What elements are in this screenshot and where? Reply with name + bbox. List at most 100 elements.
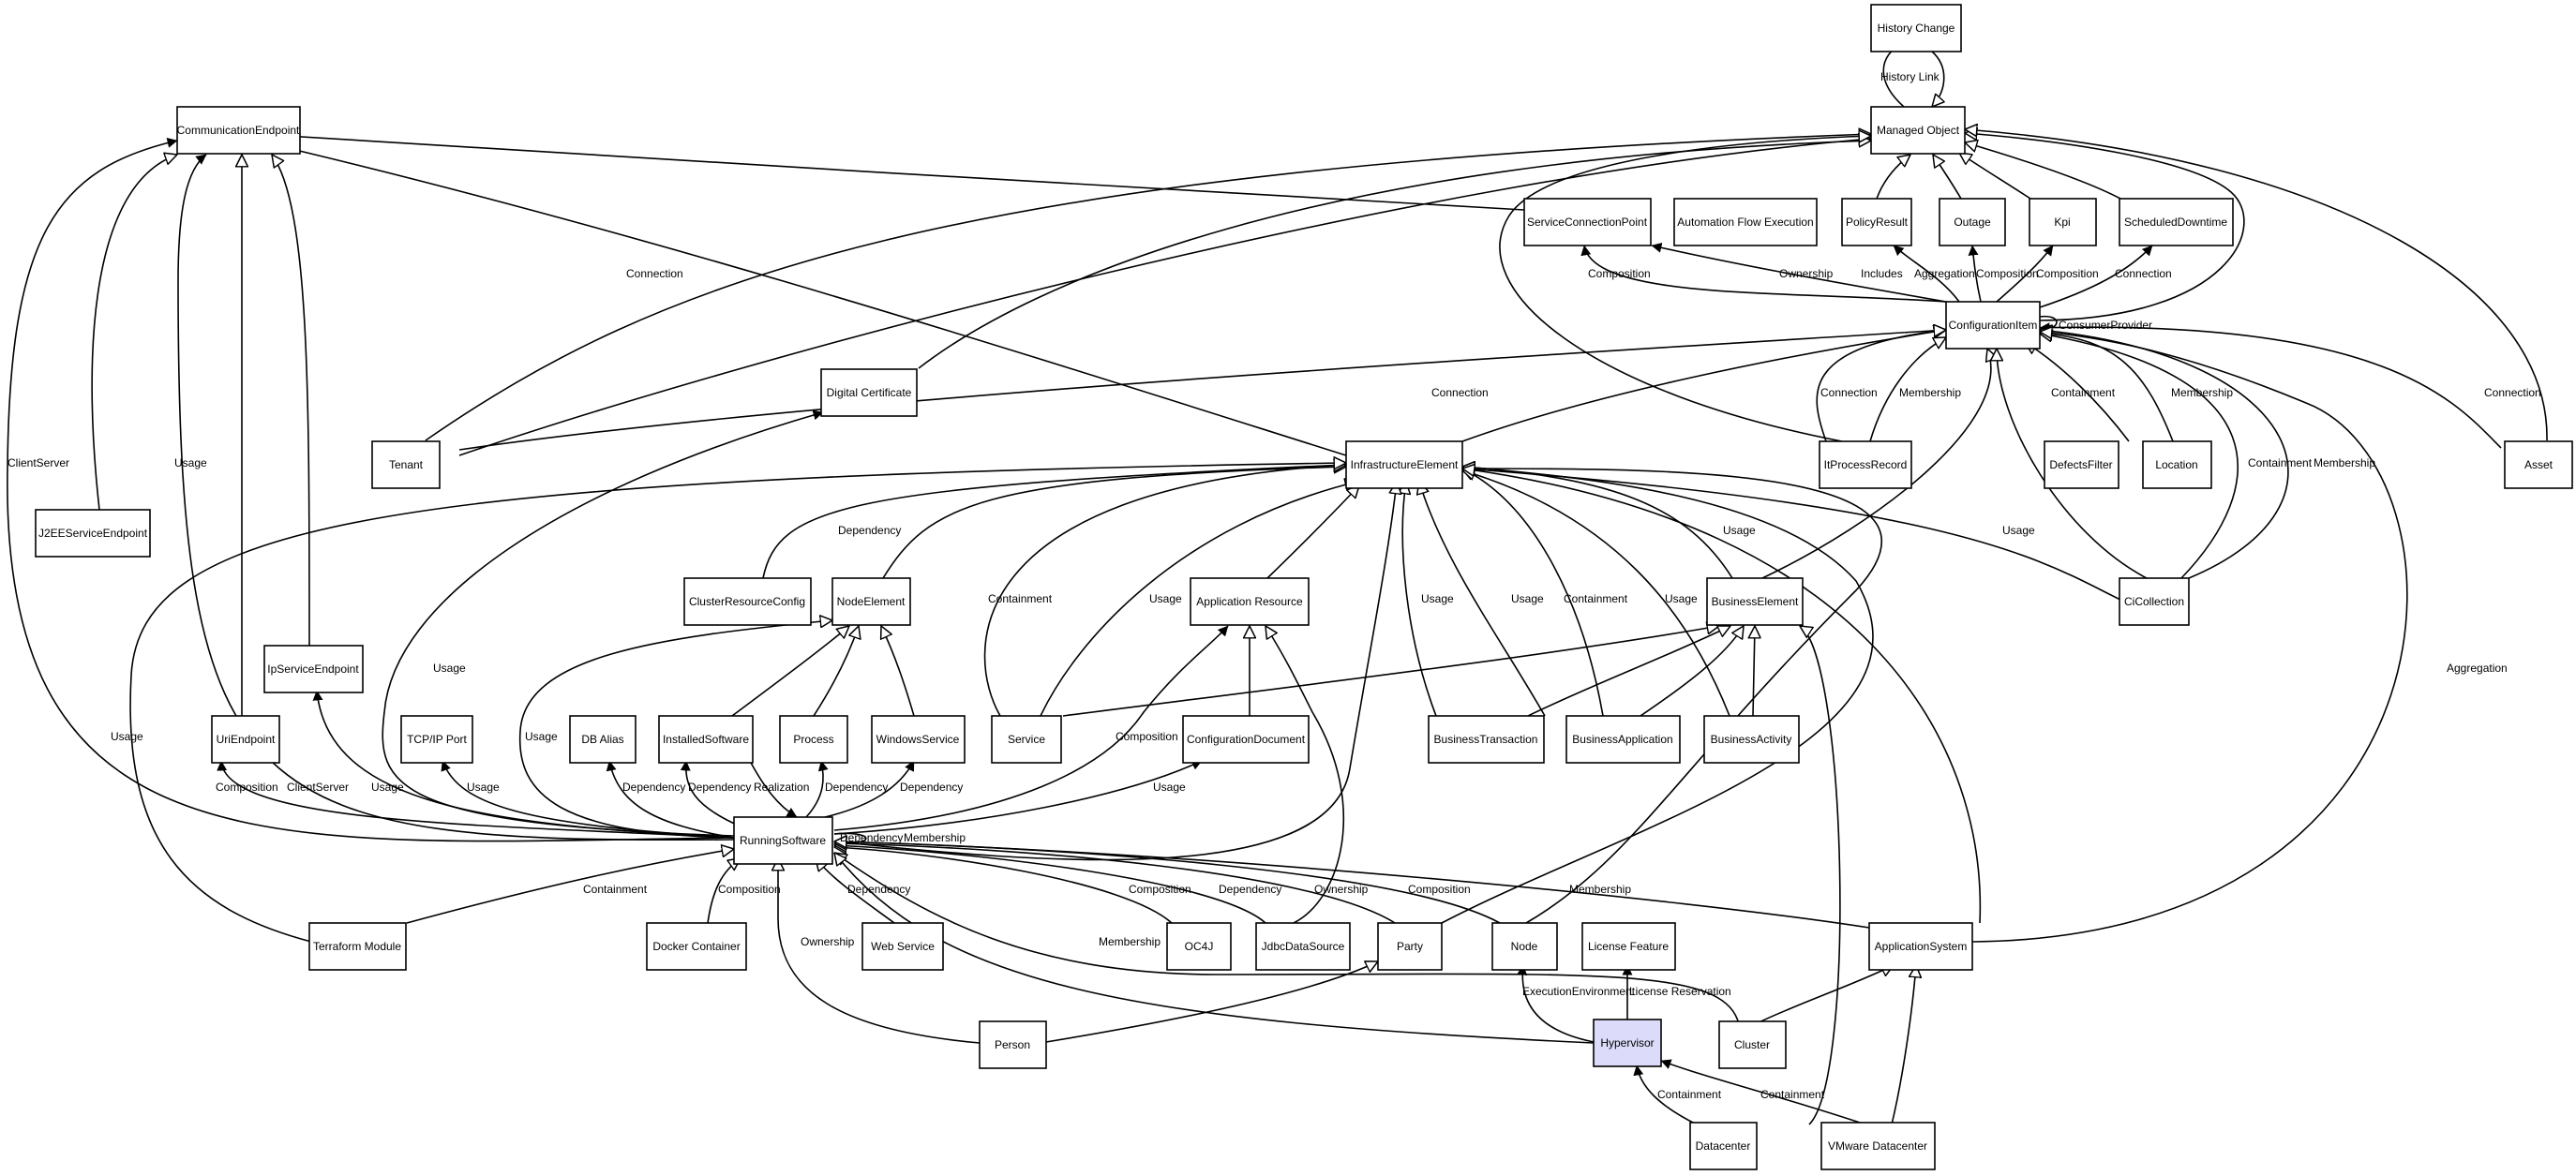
- edge-service-usage-infra: [1040, 482, 1357, 717]
- edge-label: Containment: [1760, 1088, 1825, 1101]
- node-service-connection-point[interactable]: ServiceConnectionPoint: [1523, 198, 1652, 246]
- node-datacenter[interactable]: Datacenter: [1689, 1122, 1758, 1170]
- edge-label: Dependency: [900, 781, 963, 794]
- node-installed-software[interactable]: InstalledSoftware: [658, 715, 754, 764]
- node-cluster-resource-config[interactable]: ClusterResourceConfig: [683, 577, 812, 626]
- node-db-alias[interactable]: DB Alias: [569, 715, 637, 764]
- edge-label: Containment: [1564, 592, 1628, 605]
- node-ci-collection[interactable]: CiCollection: [2119, 577, 2190, 626]
- edge-label: License Reservation: [1629, 985, 1731, 998]
- node-party[interactable]: Party: [1377, 922, 1443, 971]
- node-tcp-ip-port[interactable]: TCP/IP Port: [400, 715, 473, 764]
- node-asset[interactable]: Asset: [2504, 440, 2573, 489]
- nodes: History Change Managed Object Communicat…: [35, 4, 2573, 1170]
- edge-label: Membership: [1099, 935, 1161, 948]
- edge-label: Membership: [2314, 456, 2375, 469]
- node-jdbc-data-source[interactable]: JdbcDataSource: [1255, 922, 1351, 971]
- node-tenant[interactable]: Tenant: [371, 440, 441, 489]
- node-defects-filter[interactable]: DefectsFilter: [2044, 440, 2119, 489]
- node-j2ee-service-endpoint[interactable]: J2EEServiceEndpoint: [35, 509, 151, 558]
- node-label: Service: [1008, 733, 1045, 746]
- edge-label: Usage: [1149, 592, 1182, 605]
- edge-rs-clientserver-ip: [312, 690, 735, 839]
- edge-label: Composition: [1129, 883, 1191, 896]
- node-cluster[interactable]: Cluster: [1718, 1020, 1787, 1069]
- edge-tenant-to-managed-object-2: [458, 139, 1871, 456]
- node-node[interactable]: Node: [1491, 922, 1558, 971]
- edge-scp-to-communication-endpoint: [256, 134, 1525, 211]
- edge-tm-containment-rs: [406, 849, 734, 924]
- node-running-software[interactable]: RunningSoftware: [733, 816, 833, 865]
- node-scheduled-downtime[interactable]: ScheduledDowntime: [2119, 198, 2234, 246]
- node-terraform-module[interactable]: Terraform Module: [308, 922, 407, 971]
- edge-tenant-to-managed-object: [425, 134, 1871, 441]
- node-digital-certificate[interactable]: Digital Certificate: [820, 368, 918, 417]
- node-business-application[interactable]: BusinessApplication: [1565, 715, 1681, 764]
- node-managed-object[interactable]: Managed Object: [1870, 106, 1966, 155]
- edge-ba-to-be: [1640, 626, 1744, 717]
- edge-label: Usage: [467, 781, 500, 794]
- node-application-system[interactable]: ApplicationSystem: [1868, 922, 1973, 971]
- node-infrastructure-element[interactable]: InfrastructureElement: [1345, 440, 1463, 489]
- edge-ci-composition-scp: [1580, 245, 1947, 303]
- node-it-process-record[interactable]: ItProcessRecord: [1819, 440, 1912, 489]
- node-label: CommunicationEndpoint: [177, 124, 300, 137]
- node-person[interactable]: Person: [979, 1020, 1047, 1069]
- edge-defects-to-ci: [2025, 342, 2130, 442]
- node-node-element[interactable]: NodeElement: [831, 577, 911, 626]
- edge-label: Usage: [2002, 524, 2035, 537]
- node-business-element[interactable]: BusinessElement: [1706, 577, 1804, 626]
- node-label: ConfigurationDocument: [1187, 733, 1306, 746]
- node-label: ConfigurationItem: [1949, 319, 2038, 332]
- edge-bt-to-be: [1527, 626, 1730, 717]
- edge-label: Ownership: [1314, 883, 1369, 896]
- node-windows-service[interactable]: WindowsService: [871, 715, 966, 764]
- edge-label: Connection: [2484, 386, 2541, 399]
- node-communication-endpoint[interactable]: CommunicationEndpoint: [176, 106, 301, 155]
- node-configuration-document[interactable]: ConfigurationDocument: [1182, 715, 1310, 764]
- edge-label: Composition: [1116, 730, 1178, 743]
- edge-rs-usage-ne: [518, 620, 832, 839]
- node-vmware-datacenter[interactable]: VMware Datacenter: [1820, 1122, 1936, 1170]
- edge-rs-dependency-process: [805, 760, 829, 818]
- node-hypervisor[interactable]: Hypervisor: [1593, 1019, 1662, 1067]
- edge-label: Usage: [371, 781, 404, 794]
- node-oc4j[interactable]: OC4J: [1166, 922, 1232, 971]
- node-automation-flow-execution[interactable]: Automation Flow Execution: [1673, 198, 1818, 246]
- node-location[interactable]: Location: [2142, 440, 2212, 489]
- node-web-service[interactable]: Web Service: [861, 922, 944, 971]
- node-application-resource[interactable]: Application Resource: [1190, 577, 1310, 626]
- node-kpi[interactable]: Kpi: [2029, 198, 2097, 246]
- edge-label: Dependency: [688, 781, 751, 794]
- node-label: BusinessTransaction: [1434, 733, 1538, 746]
- node-label: ItProcessRecord: [1824, 458, 1908, 471]
- node-label: WindowsService: [876, 733, 960, 746]
- node-business-transaction[interactable]: BusinessTransaction: [1428, 715, 1545, 764]
- edge-crc-to-infra: [762, 465, 1346, 579]
- node-docker-container[interactable]: Docker Container: [646, 922, 747, 971]
- node-configuration-item[interactable]: ConfigurationItem: [1945, 301, 2041, 350]
- edge-rs-usage-digital-cert: [382, 409, 824, 837]
- edge-as-aggregation-ci: [1971, 332, 2408, 943]
- edge-rs-composition-ar: [833, 625, 1229, 831]
- node-business-activity[interactable]: BusinessActivity: [1703, 715, 1800, 764]
- edge-label: Aggregation: [2447, 662, 2508, 675]
- node-uri-endpoint[interactable]: UriEndpoint: [211, 715, 280, 764]
- edge-label: Composition: [1408, 883, 1471, 896]
- node-service[interactable]: Service: [991, 715, 1062, 764]
- edge-labels: History Link Connection ClientServer Usa…: [7, 70, 2541, 1101]
- node-label: DB Alias: [581, 733, 623, 746]
- edge-label: ConsumerProvider: [2059, 319, 2152, 332]
- edge-label: Usage: [1723, 524, 1756, 537]
- edge-label: Connection: [626, 267, 683, 280]
- edge-label: Aggregation: [1914, 267, 1975, 280]
- node-ip-service-endpoint[interactable]: IpServiceEndpoint: [263, 645, 364, 693]
- node-license-feature[interactable]: License Feature: [1581, 922, 1676, 971]
- node-history-change[interactable]: History Change: [1870, 4, 1962, 52]
- edge-is-to-ne: [731, 626, 849, 717]
- node-outage[interactable]: Outage: [1939, 198, 2006, 246]
- edge-rs-usage-tcp: [441, 760, 735, 839]
- node-policy-result[interactable]: PolicyResult: [1841, 198, 1912, 246]
- node-process[interactable]: Process: [779, 715, 848, 764]
- edge-ip-to-ce: [272, 155, 310, 647]
